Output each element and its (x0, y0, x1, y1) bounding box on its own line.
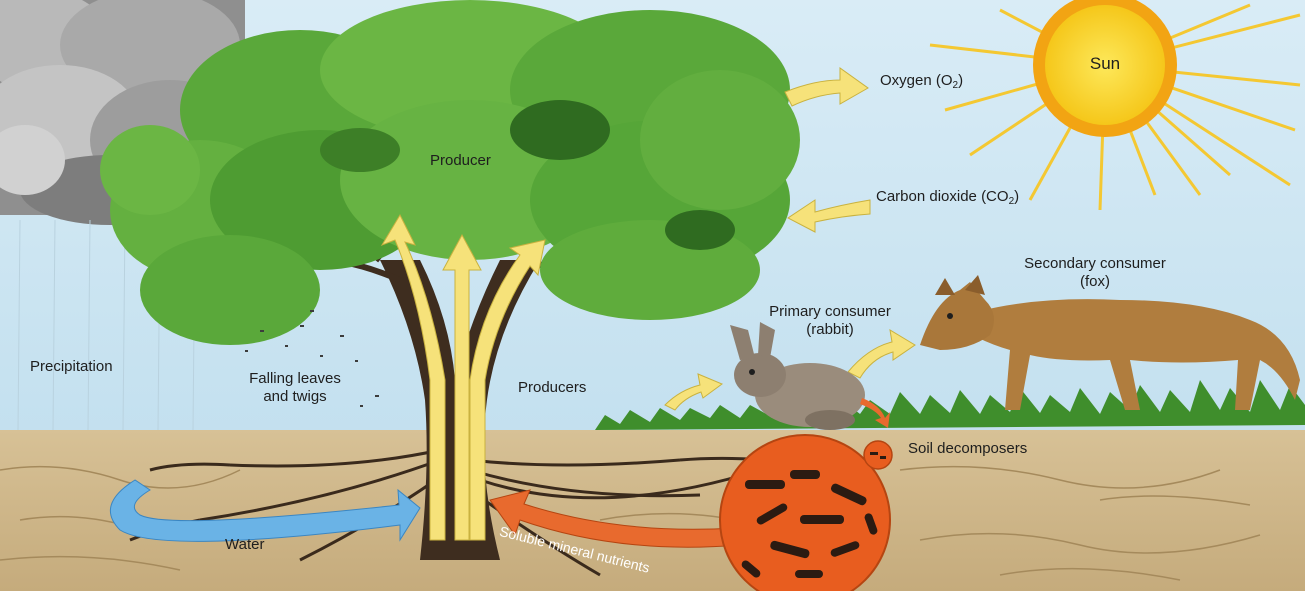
primary-consumer-label: Primary consumer (rabbit) (735, 303, 925, 339)
primary-consumer-title: Primary consumer (735, 303, 925, 321)
producer-label-text: Producer (430, 152, 491, 169)
producer-label: Producer (430, 152, 491, 170)
soil (0, 430, 1305, 591)
soil-decomposers-label: Soil decomposers (908, 440, 1027, 458)
water-label: Water (225, 536, 264, 554)
producers-label-text: Producers (518, 379, 586, 396)
falling-leaves-line1: Falling leaves (225, 370, 365, 388)
sun-label: Sun (1080, 55, 1130, 73)
water-label-text: Water (225, 536, 264, 553)
carbon-dioxide-subscript: 2 (1009, 196, 1015, 207)
oxygen-label: Oxygen (O2) (880, 72, 963, 92)
decomposer-marker (864, 441, 892, 469)
precipitation-label-text: Precipitation (30, 358, 113, 375)
falling-leaves-line2: and twigs (225, 388, 365, 406)
precipitation-label: Precipitation (30, 358, 113, 376)
sun-label-text: Sun (1090, 54, 1120, 73)
carbon-dioxide-label: Carbon dioxide (CO2) (876, 188, 1019, 208)
producers-label: Producers (518, 379, 586, 397)
oxygen-subscript: 2 (953, 80, 959, 91)
secondary-consumer-title: Secondary consumer (975, 255, 1215, 273)
carbon-dioxide-label-text: Carbon dioxide (CO (876, 188, 1009, 205)
secondary-consumer-note: (fox) (975, 273, 1215, 291)
secondary-consumer-label: Secondary consumer (fox) (975, 255, 1215, 291)
soil-decomposers-label-text: Soil decomposers (908, 440, 1027, 457)
oxygen-label-text: Oxygen (O (880, 72, 953, 89)
falling-leaves-label: Falling leaves and twigs (225, 370, 365, 406)
primary-consumer-note: (rabbit) (735, 321, 925, 339)
